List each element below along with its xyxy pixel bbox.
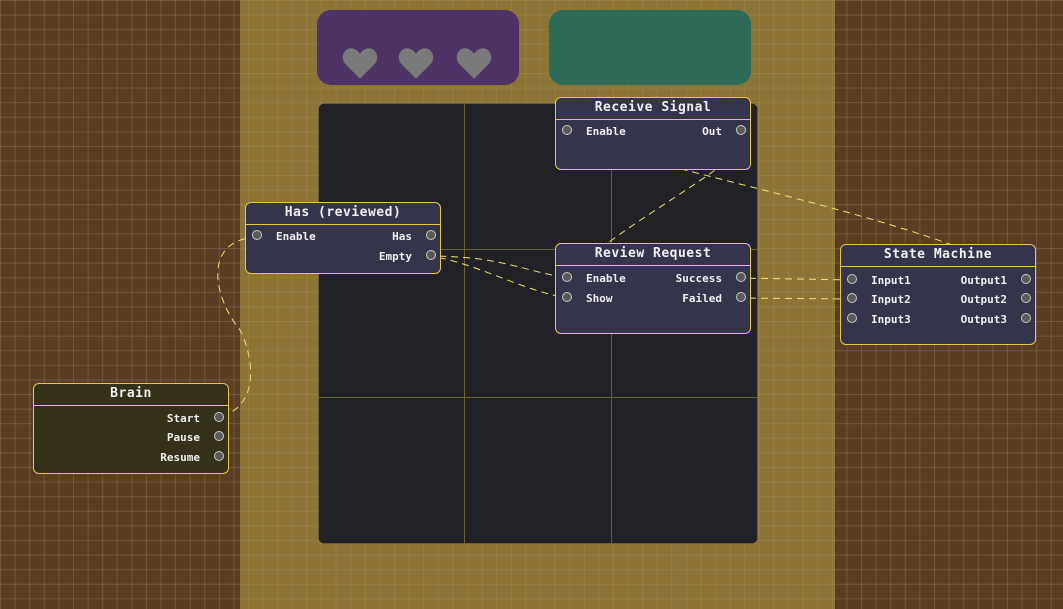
node-state-machine[interactable]: State Machine Input1 Output1 Input2 Outp… (840, 244, 1036, 345)
output-port[interactable] (426, 230, 436, 240)
node-title: State Machine (841, 245, 1035, 267)
output-port[interactable] (1021, 313, 1031, 323)
board-cell[interactable] (318, 397, 465, 544)
port-label: Success (675, 272, 722, 285)
port-label: Show (586, 292, 613, 305)
node-title: Review Request (556, 244, 750, 266)
port-label: Enable (586, 125, 626, 138)
node-title: Has (reviewed) (246, 203, 440, 225)
output-port[interactable] (736, 125, 746, 135)
port-label: Output3 (960, 313, 1007, 326)
port-label: Input1 (871, 274, 911, 287)
port-label: Output1 (960, 274, 1007, 287)
input-port[interactable] (562, 292, 572, 302)
node-title: Receive Signal (556, 98, 750, 120)
output-port[interactable] (426, 250, 436, 260)
node-title: Brain (34, 384, 228, 406)
port-label: Input3 (871, 313, 911, 326)
port-label: Resume (160, 451, 200, 464)
port-label: Input2 (871, 293, 911, 306)
port-label: Has (392, 230, 412, 243)
port-label: Enable (586, 272, 626, 285)
node-review-request[interactable]: Review Request Enable Success Show Faile… (555, 243, 751, 334)
port-label: Failed (682, 292, 722, 305)
node-brain[interactable]: Brain Start Pause Resume (33, 383, 229, 474)
output-port[interactable] (214, 412, 224, 422)
input-port[interactable] (562, 272, 572, 282)
port-label: Start (166, 412, 200, 425)
input-port[interactable] (847, 293, 857, 303)
board-cell[interactable] (464, 397, 612, 544)
heart-icon (342, 46, 378, 80)
hearts-panel (317, 10, 519, 85)
output-port[interactable] (214, 431, 224, 441)
port-label: Output2 (960, 293, 1007, 306)
input-port[interactable] (847, 274, 857, 284)
heart-icon (456, 46, 492, 80)
output-port[interactable] (736, 292, 746, 302)
board-cell[interactable] (611, 397, 758, 544)
output-port[interactable] (214, 451, 224, 461)
heart-icon (398, 46, 434, 80)
port-label: Out (702, 125, 722, 138)
input-port[interactable] (562, 125, 572, 135)
port-label: Enable (276, 230, 316, 243)
input-port[interactable] (847, 313, 857, 323)
node-has-reviewed[interactable]: Has (reviewed) Enable Has Empty (245, 202, 441, 274)
port-label: Pause (166, 431, 200, 444)
output-port[interactable] (736, 272, 746, 282)
node-receive-signal[interactable]: Receive Signal Enable Out (555, 97, 751, 170)
input-port[interactable] (252, 230, 262, 240)
output-port[interactable] (1021, 293, 1031, 303)
green-panel (549, 10, 751, 85)
output-port[interactable] (1021, 274, 1031, 284)
port-label: Empty (378, 250, 412, 263)
